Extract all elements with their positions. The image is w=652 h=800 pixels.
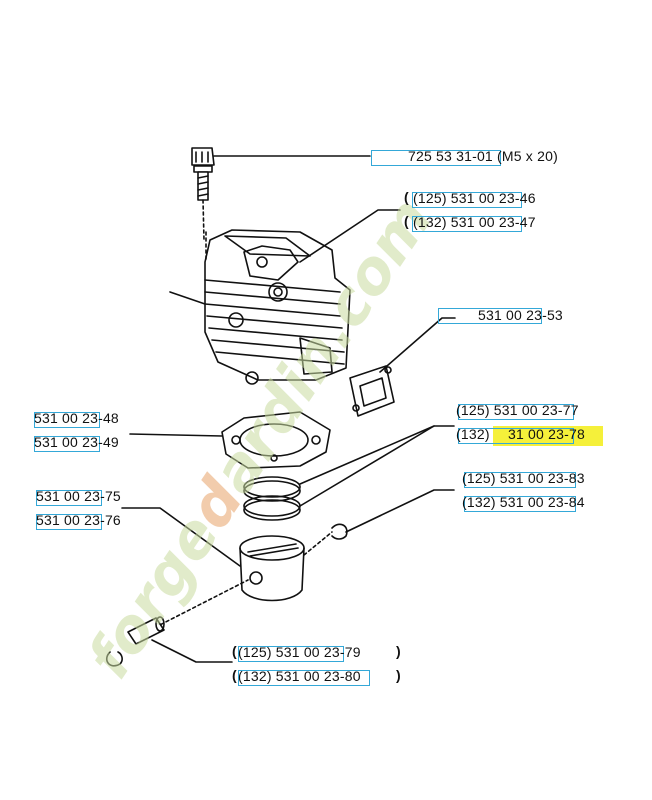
label-ring-132-prefix: (132): [456, 426, 490, 442]
label-base-gasket-1: 531 00 23-48: [34, 410, 119, 426]
circlip-right-part: [331, 523, 348, 540]
label-ring-132: 31 00 23-78: [508, 426, 585, 442]
piston-pin-part: [127, 616, 165, 645]
label-pin-125: (125) 531 00 23-79: [238, 644, 361, 660]
label-box-base-gasket-2: [34, 436, 100, 452]
piston-rings-part: [243, 476, 301, 521]
label-cyl-125: (125) 531 00 23-46: [413, 190, 536, 206]
label-box-pin-125: [238, 646, 344, 662]
label-box-ring-132: [458, 428, 574, 444]
label-pin-132: (132) 531 00 23-80: [238, 668, 361, 684]
leader-base-gasket: [129, 433, 223, 437]
circlip-left-part: [105, 651, 123, 667]
paren-pin-125: (: [232, 643, 237, 659]
label-box-bolt: [371, 150, 501, 166]
leader-pin: [151, 639, 233, 663]
label-clip-125: (125) 531 00 23-83: [462, 470, 585, 486]
paren-cyl-125: (: [404, 189, 409, 205]
label-box-piston-1: [36, 490, 102, 506]
label-base-gasket-2: 531 00 23-49: [34, 434, 119, 450]
label-box-piston-2: [36, 514, 102, 530]
leader-piston: [121, 507, 241, 567]
leader-cylinder: [299, 209, 401, 263]
paren-pin-132: (: [232, 667, 237, 683]
label-piston-1: 531 00 23-75: [36, 488, 121, 504]
label-box-clip-132: [464, 496, 576, 512]
label-box-cyl-132: [412, 216, 522, 232]
label-clip-132: (132) 531 00 23-84: [462, 494, 585, 510]
label-gasket-plate: 531 00 23-53: [478, 307, 563, 323]
label-box-clip-125: [464, 472, 576, 488]
bolt-part: [191, 147, 215, 241]
label-box-base-gasket-1: [34, 412, 100, 428]
piston-part: [239, 535, 305, 602]
label-box-ring-125: [458, 404, 574, 420]
paren-pin-125-close: ): [396, 643, 401, 659]
leader-gasket-plate: [379, 317, 456, 373]
base-gasket-part: [221, 411, 331, 469]
label-cyl-132: (132) 531 00 23-47: [413, 214, 536, 230]
paren-pin-132-close: ): [396, 667, 401, 683]
label-piston-2: 531 00 23-76: [36, 512, 121, 528]
cylinder-part: [169, 229, 351, 385]
exhaust-gasket-part: [349, 365, 395, 417]
paren-cyl-132: (: [404, 213, 409, 229]
label-ring-125: (125) 531 00 23-77: [456, 402, 579, 418]
label-box-pin-132: [238, 670, 370, 686]
label-box-gasket-plate: [438, 308, 542, 324]
leader-ring-2: [299, 425, 435, 507]
leader-circlip: [345, 489, 455, 533]
label-box-cyl-125: [412, 192, 522, 208]
label-bolt: 725 53 31-01 (M5 x 20): [408, 148, 558, 164]
highlight-ring-132: [493, 426, 603, 446]
